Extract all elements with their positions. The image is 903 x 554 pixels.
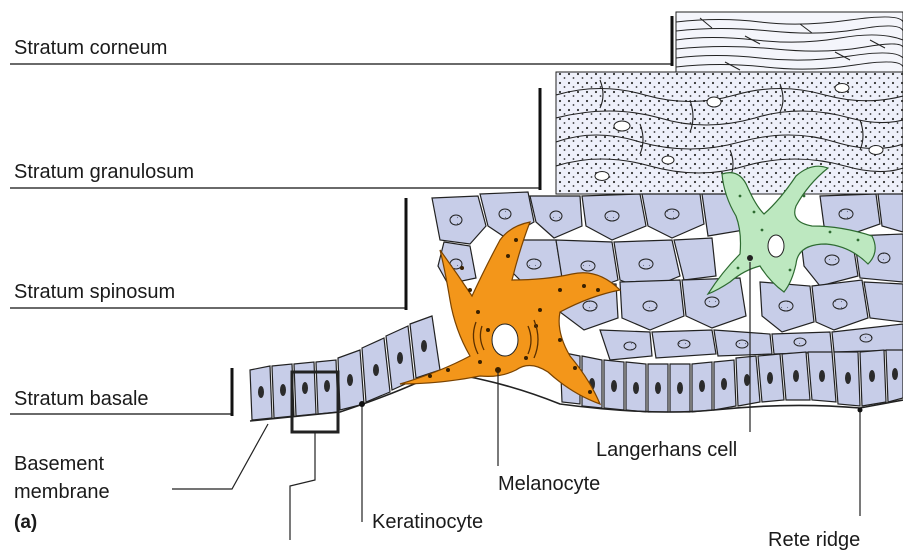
callout-rete-ridge: Rete ridge <box>768 529 860 551</box>
callout-melanocyte: Melanocyte <box>498 473 600 495</box>
callout-keratinocyte: Keratinocyte <box>372 511 483 533</box>
panel-letter: (a) <box>14 512 37 533</box>
layer-label-basale: Stratum basale <box>14 388 149 410</box>
callout-basement-line1: Basement <box>14 453 104 475</box>
callout-langerhans: Langerhans cell <box>596 439 737 461</box>
callout-basement-line2: membrane <box>14 481 110 503</box>
layer-label-corneum: Stratum corneum <box>14 37 167 59</box>
layer-label-granulosum: Stratum granulosum <box>14 161 194 183</box>
layer-label-spinosum: Stratum spinosum <box>14 281 175 303</box>
